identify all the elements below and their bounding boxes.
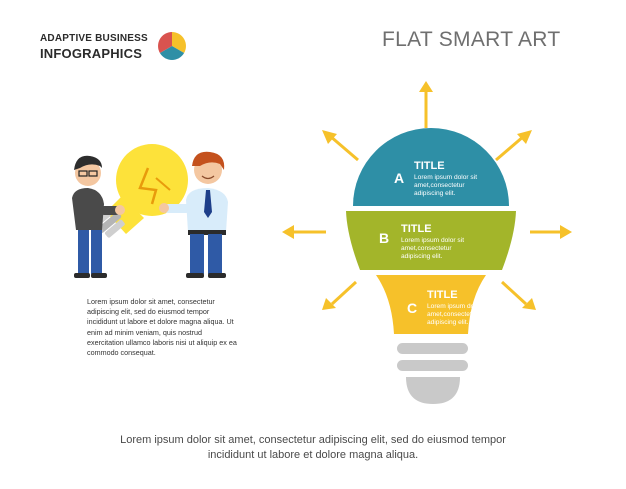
section-b-title: TITLE <box>401 223 432 235</box>
footer-line-2: incididunt ut labore et dolore magna ali… <box>207 449 419 461</box>
section-a-text-2: amet,consectetur <box>414 182 465 189</box>
section-a-shape <box>353 128 509 206</box>
ray-arrow-icon <box>495 130 532 162</box>
ray-arrow-icon <box>322 280 358 310</box>
section-b-shape <box>346 211 516 270</box>
ray-arrow-icon <box>500 280 536 310</box>
section-c-text-1: Lorem ipsum dolor sit <box>427 303 490 310</box>
brand-line-2: INFOGRAPHICS <box>40 46 143 61</box>
lightbulb-diagram: A TITLE Lorem ipsum dolor sit amet,conse… <box>282 81 572 404</box>
section-b-text-3: adipiscing elit. <box>401 253 443 260</box>
page-title: FLAT SMART ART <box>382 28 561 51</box>
section-b-text-2: amet,consectetur <box>401 245 452 252</box>
section-b-letter: B <box>379 230 389 246</box>
section-c-text-3: adipiscing elit. <box>427 319 469 326</box>
section-b-text-1: Lorem ipsum dolor sit <box>401 237 464 244</box>
ray-arrow-icon <box>322 130 359 162</box>
section-a-text-1: Lorem ipsum dolor sit <box>414 174 477 181</box>
bulb-base-ring <box>397 360 468 371</box>
section-a-text-3: adipiscing elit. <box>414 190 456 197</box>
ray-arrow-icon <box>282 225 326 239</box>
two-men-carrying-lightbulb-illustration <box>72 144 228 278</box>
bulb-base-ring <box>397 343 468 354</box>
ray-arrow-icon <box>419 81 433 128</box>
bulb-base-cap <box>406 377 460 404</box>
footer-line-1: Lorem ipsum dolor sit amet, consectetur … <box>120 434 506 446</box>
section-c-title: TITLE <box>427 289 458 301</box>
brand-line-1: ADAPTIVE BUSINESS <box>40 33 148 44</box>
pie-logo-icon <box>158 32 186 60</box>
side-description: Lorem ipsum dolor sit amet, consectetur … <box>87 297 237 358</box>
section-a-letter: A <box>394 170 404 186</box>
ray-arrow-icon <box>530 225 572 239</box>
section-a-title: TITLE <box>414 160 445 172</box>
section-c-shape <box>376 275 486 334</box>
footer-description: Lorem ipsum dolor sit amet, consectetur … <box>90 433 536 463</box>
section-c-letter: C <box>407 300 417 316</box>
section-c-text-2: amet,consectetur <box>427 311 478 318</box>
